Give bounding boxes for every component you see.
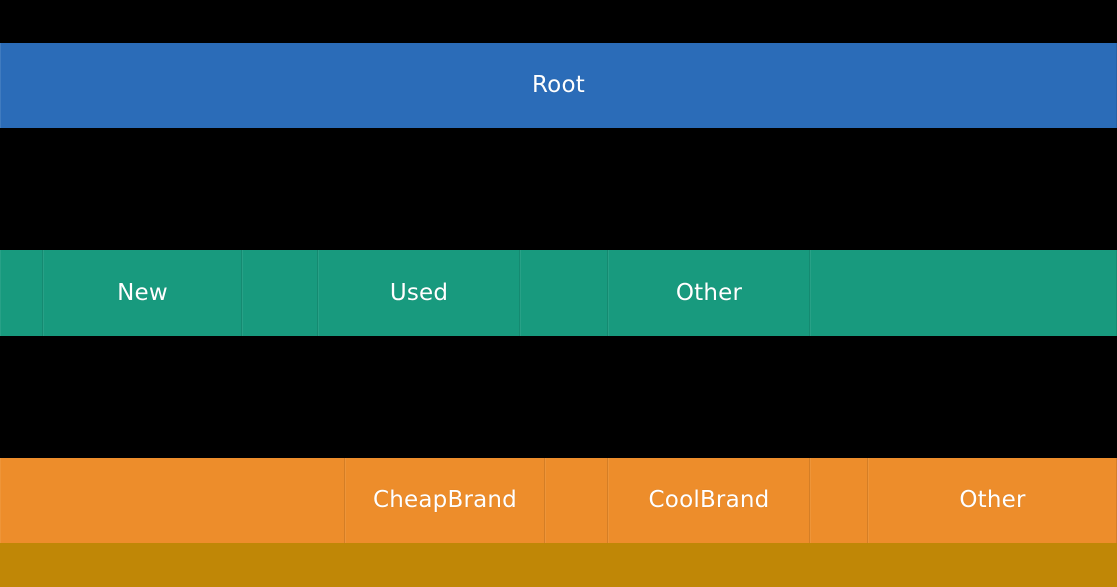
icicle-node-unlabeled[interactable] [810, 250, 1117, 336]
icicle-node-used[interactable]: Used [318, 250, 520, 336]
icicle-node-other[interactable]: Other [868, 458, 1117, 543]
icicle-level-2: CheapBrand CoolBrand Other [0, 458, 1117, 543]
icicle-node-label: CheapBrand [373, 487, 517, 513]
icicle-node-unlabeled[interactable] [520, 250, 608, 336]
icicle-node-new[interactable]: New [43, 250, 242, 336]
icicle-node-unlabeled[interactable] [0, 543, 1117, 587]
icicle-node-label: Used [389, 279, 449, 306]
icicle-node-label: Other [959, 487, 1026, 513]
icicle-level-0: Root [0, 43, 1117, 128]
icicle-level-1: New Used Other [0, 250, 1117, 336]
icicle-node-unlabeled[interactable] [242, 250, 318, 336]
icicle-node-label: Root [532, 72, 585, 98]
icicle-level-3 [0, 543, 1117, 587]
icicle-node-unlabeled[interactable] [810, 458, 868, 543]
icicle-node-label: New [117, 279, 168, 306]
icicle-node-other[interactable]: Other [608, 250, 810, 336]
icicle-node-unlabeled[interactable] [545, 458, 608, 543]
icicle-node-coolbrand[interactable]: CoolBrand [608, 458, 810, 543]
icicle-node-unlabeled[interactable] [0, 250, 43, 336]
icicle-node-label: Other [675, 279, 743, 306]
icicle-node-root[interactable]: Root [0, 43, 1117, 128]
icicle-node-unlabeled[interactable] [0, 458, 345, 543]
icicle-node-cheapbrand[interactable]: CheapBrand [345, 458, 545, 543]
icicle-node-label: CoolBrand [648, 487, 770, 513]
